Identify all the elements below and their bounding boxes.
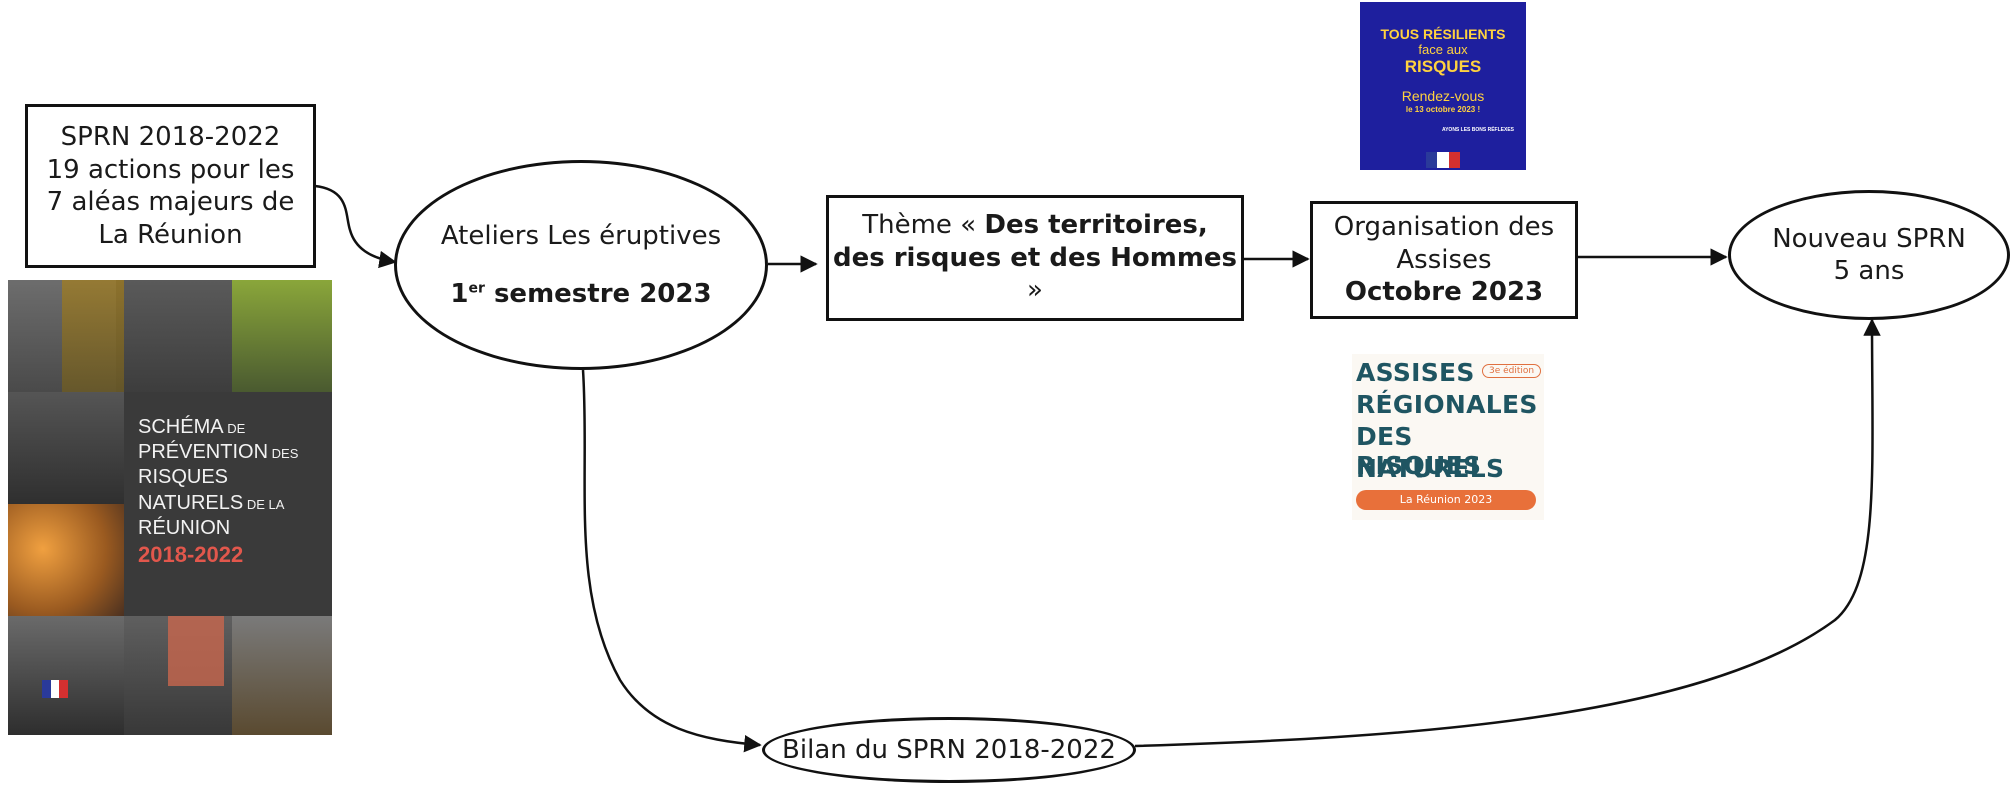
assises-footer: La Réunion 2023: [1356, 490, 1536, 510]
poster-w2s: DES: [268, 446, 299, 462]
theme-line-2: des risques et des Hommes »: [829, 242, 1241, 307]
sprn-line-3: 7 aléas majeurs de: [46, 187, 295, 217]
poster-word-2: PRÉVENTION DES: [138, 440, 328, 465]
poster-w4s: DE LA: [243, 496, 285, 512]
sprn-line-2: 19 actions pour les: [46, 154, 295, 185]
ateliers-title: Ateliers Les éruptives: [440, 220, 722, 251]
organisation-box: Organisation des Assises Octobre 2023: [1310, 201, 1578, 319]
assises-w1: ASSISES: [1356, 358, 1475, 387]
assises-w3: DES RISQUES: [1356, 422, 1482, 480]
theme-bold-2: des risques et des Hommes: [832, 242, 1238, 273]
arrow-bilan-to-nouveau: [1134, 318, 1881, 748]
theme-line-1: Thème « Des territoires,: [862, 209, 1208, 242]
organisation-line-1: Organisation des: [1333, 212, 1555, 243]
sprn-line-4: La Réunion: [98, 219, 243, 250]
poster-w2: PRÉVENTION: [138, 441, 269, 464]
bilan-label: Bilan du SPRN 2018-2022: [782, 734, 1116, 765]
theme-bold-1: Des territoires,: [984, 210, 1208, 241]
resil-line-2: face aux: [1418, 42, 1468, 57]
poster-w4: NATURELS: [138, 491, 244, 514]
resilients-poster-image: TOUS RÉSILIENTS face aux RISQUES Rendez-…: [1360, 2, 1526, 170]
poster-w3: RISQUES: [138, 466, 229, 489]
theme-suffix: »: [1027, 275, 1043, 306]
nouveau-line-2: 5 ans: [1833, 256, 1905, 286]
organisation-line-3: Octobre 2023: [1344, 277, 1544, 308]
poster-year: 2018-2022: [138, 541, 244, 567]
poster-w1: SCHÉMA: [138, 416, 224, 438]
sprn-summary-box: SPRN 2018-2022 19 actions pour les 7 alé…: [25, 104, 316, 268]
theme-box: Thème « Des territoires, des risques et …: [826, 195, 1244, 321]
poster-word-4: NATURELS DE LA: [138, 491, 328, 516]
assises-logo-image: ASSISES 3e édition RÉGIONALES DES RISQUE…: [1352, 354, 1544, 520]
ateliers-date: 1er semestre 2023: [450, 278, 711, 311]
theme-prefix: Thème «: [862, 210, 985, 241]
arrow-ateliers-to-bilan: [581, 369, 762, 753]
arrow-sprn-to-ateliers: [314, 184, 397, 269]
sprn-poster-image: SCHÉMA DE PRÉVENTION DES RISQUES NATUREL…: [8, 280, 332, 735]
poster-w5: RÉUNION: [138, 516, 231, 539]
poster-w1s: DE: [223, 421, 246, 436]
ateliers-ellipse: Ateliers Les éruptives 1er semestre 2023: [394, 160, 768, 370]
ateliers-date-sup: er: [468, 280, 485, 297]
bilan-ellipse: Bilan du SPRN 2018-2022: [762, 717, 1136, 783]
sprn-line-1: SPRN 2018-2022: [60, 122, 281, 152]
resil-line-4: Rendez-vous: [1401, 88, 1485, 104]
assises-edition-badge: 3e édition: [1482, 364, 1542, 378]
ateliers-date-num: 1: [450, 279, 469, 309]
resil-line-1: TOUS RÉSILIENTS: [1380, 26, 1506, 42]
assises-w4: NATURELS: [1356, 454, 1505, 483]
french-flag-icon: [1426, 152, 1460, 168]
resil-line-3: RISQUES: [1404, 57, 1482, 76]
organisation-line-2: Assises: [1396, 244, 1492, 275]
poster-word-1: SCHÉMA DE: [138, 415, 328, 440]
nouveau-sprn-ellipse: Nouveau SPRN 5 ans: [1728, 190, 2010, 320]
poster-title: SCHÉMA DE PRÉVENTION DES RISQUES NATUREL…: [138, 415, 328, 569]
ateliers-date-rest: semestre 2023: [484, 279, 712, 309]
nouveau-line-1: Nouveau SPRN: [1772, 223, 1966, 254]
resil-line-5: le 13 octobre 2023 !: [1405, 105, 1481, 114]
assises-w2: RÉGIONALES: [1356, 390, 1538, 419]
french-flag-icon: [42, 680, 69, 698]
resil-line-6: AYONS LES BONS RÉFLEXES: [1441, 127, 1514, 133]
